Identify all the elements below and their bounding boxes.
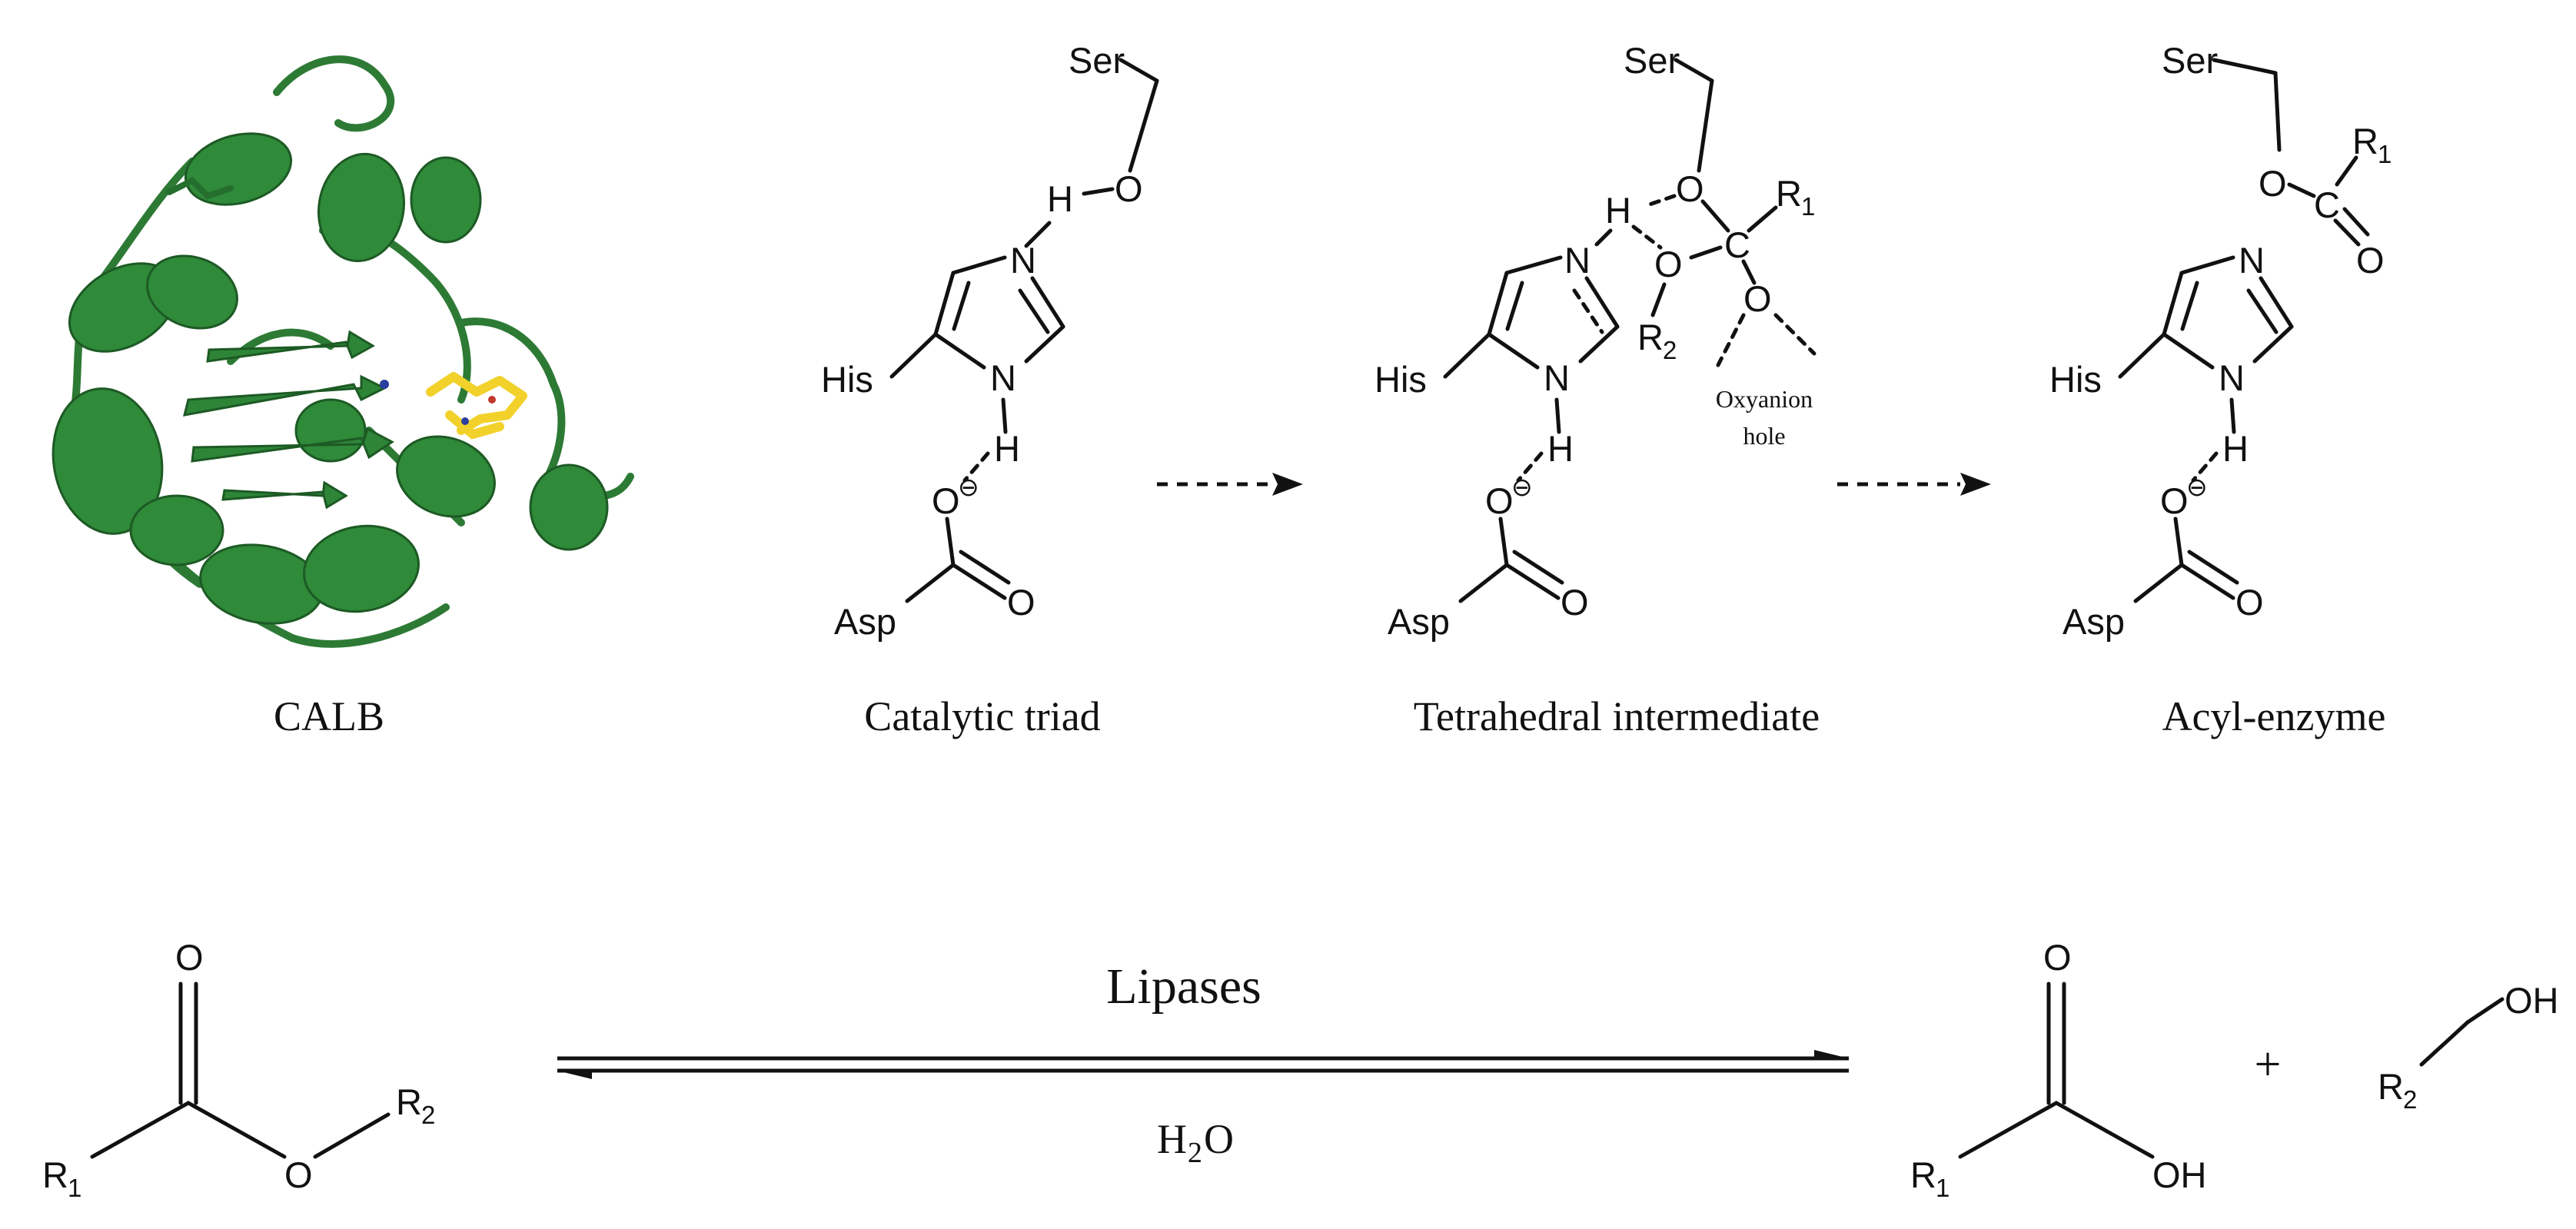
water-h: H (1157, 1116, 1187, 1162)
ser-label: Ser (1624, 40, 1680, 81)
his-label: His (821, 359, 873, 400)
hydrogen-h: H (1605, 190, 1631, 231)
alcohol-r2-label: R (2378, 1066, 2404, 1107)
his-label: His (2049, 359, 2102, 400)
ester-r2-label: R (396, 1081, 422, 1122)
calb-protein-structure (52, 55, 634, 648)
asp-carbonyl-oxygen: O (1561, 582, 1589, 623)
r2-label: R (1637, 317, 1664, 357)
ser-oxygen: O (1115, 168, 1143, 209)
charge-minus: ⊖ (1511, 473, 1533, 501)
charge-minus: ⊖ (958, 473, 979, 501)
asp-oxygen-minus: O (932, 480, 960, 521)
hydrogen-h: H (1047, 178, 1073, 219)
acyl-carbon: C (2314, 184, 2340, 225)
acid-carbonyl-oxygen: O (2043, 937, 2072, 978)
ester-r2-subscript: 2 (421, 1101, 435, 1129)
ester-r1-subscript: 1 (68, 1174, 81, 1202)
catalytic-triad-structure: Ser O H N N His H O ⊖ O Asp (821, 40, 1159, 642)
calb-caption: CALB (274, 693, 384, 739)
ester-oxygen: O (284, 1154, 313, 1195)
asp-label: Asp (2062, 601, 2125, 642)
r2-subscript: 2 (1663, 336, 1677, 364)
oxyanion-hole-label-line2: hole (1743, 422, 1785, 450)
lipases-label: Lipases (1106, 958, 1261, 1015)
ser-oxygen: O (2259, 163, 2287, 204)
oxyanion-hole-label-line1: Oxyanion (1716, 385, 1813, 413)
alcohol-product: R 2 OH (2378, 980, 2559, 1114)
ser-label: Ser (2162, 40, 2218, 81)
catalytic-triad-caption: Catalytic triad (864, 693, 1100, 739)
his-hydrogen: H (2222, 428, 2249, 469)
r1-label: R (2352, 121, 2378, 161)
ser-label: Ser (1069, 40, 1125, 81)
r1-label: R (1776, 173, 1802, 214)
his-hydrogen: H (1547, 428, 1574, 469)
water-subscript: 2 (1188, 1137, 1202, 1169)
asp-carbonyl-oxygen: O (2235, 582, 2264, 623)
oxyanion-oxygen: O (1743, 278, 1772, 319)
tetrahedral-intermediate-caption: Tetrahedral intermediate (1414, 693, 1820, 739)
his-n-upper: N (1564, 240, 1590, 281)
ester-oxygen: O (1654, 244, 1683, 284)
his-n-lower: N (1544, 357, 1570, 398)
asp-oxygen-minus: O (1485, 480, 1514, 521)
ester-r1-label: R (42, 1154, 68, 1195)
alcohol-r2-subscript: 2 (2403, 1085, 2417, 1114)
tetrahedral-intermediate-structure: Ser O H N N His H O ⊖ O Asp C R 1 (1374, 40, 1816, 642)
acid-r1-label: R (1910, 1154, 1936, 1195)
ligand-residues (380, 372, 527, 440)
dashed-arrow-1 (1157, 473, 1303, 496)
asp-oxygen-minus: O (2160, 480, 2189, 521)
acid-oh: OH (2152, 1154, 2207, 1195)
acyl-carbonyl-oxygen: O (2356, 240, 2385, 281)
asp-label: Asp (1388, 601, 1450, 642)
dashed-arrow-2 (1837, 473, 1991, 496)
ser-oxygen: O (1676, 168, 1704, 209)
ester-carbonyl-oxygen: O (175, 937, 204, 978)
acyl-enzyme-caption: Acyl-enzyme (2162, 693, 2386, 739)
r1-subscript: 1 (1801, 192, 1815, 221)
carboxylic-acid-product: O R 1 OH (1910, 937, 2207, 1202)
charge-minus: ⊖ (2186, 473, 2208, 501)
water-o: O (1204, 1116, 1234, 1162)
plus-sign: + (2255, 1038, 2282, 1091)
equilibrium-arrows: Lipases H 2 O (557, 958, 1849, 1169)
his-n-upper: N (2239, 240, 2265, 281)
his-n-lower: N (2219, 357, 2245, 398)
acid-r1-subscript: 1 (1936, 1174, 1949, 1202)
ester-reactant: O R 1 O R 2 (42, 937, 435, 1202)
alcohol-oh: OH (2505, 980, 2559, 1021)
r1-subscript: 1 (2378, 140, 2392, 168)
asp-carbonyl-oxygen: O (1007, 582, 1035, 623)
his-n-lower: N (990, 357, 1016, 398)
his-n-upper: N (1010, 240, 1036, 281)
acyl-enzyme-structure: Ser O C R 1 O N N His H O ⊖ O Asp (2049, 40, 2392, 642)
asp-label: Asp (834, 601, 896, 642)
his-label: His (1374, 359, 1427, 400)
his-hydrogen: H (994, 428, 1020, 469)
